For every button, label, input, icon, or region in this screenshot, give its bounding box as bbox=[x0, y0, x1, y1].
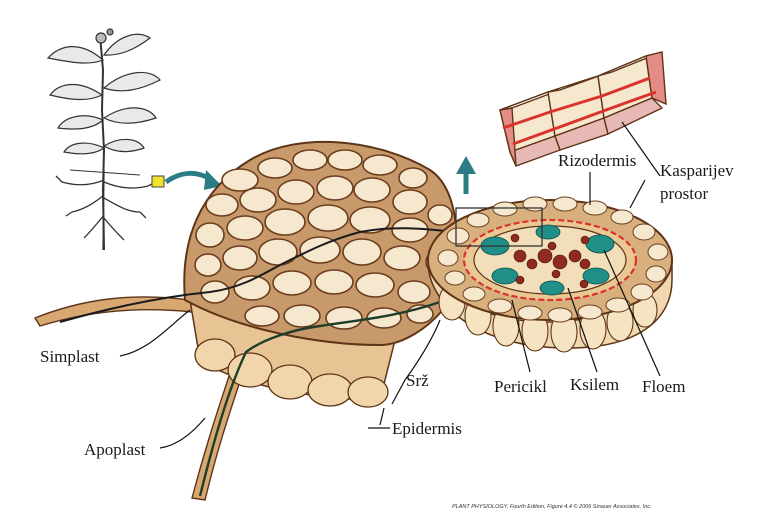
label-apoplast: Apoplast bbox=[84, 440, 146, 459]
label-srz: Srž bbox=[406, 371, 429, 390]
label-epidermis: Epidermis bbox=[392, 419, 462, 438]
label-pericikl: Pericikl bbox=[494, 377, 547, 396]
plant-illustration bbox=[48, 29, 164, 250]
label-rizodermis: Rizodermis bbox=[558, 151, 636, 170]
label-ksilem: Ksilem bbox=[570, 375, 619, 394]
stele-cross-section bbox=[428, 197, 672, 352]
label-kasparijev-line1: Kasparijev bbox=[660, 161, 734, 180]
label-floem: Floem bbox=[642, 377, 685, 396]
label-kasparijev-line2: prostor bbox=[660, 184, 709, 203]
label-simplast: Simplast bbox=[40, 347, 100, 366]
zoom-arrow-right-head bbox=[456, 156, 476, 174]
figure-credit: PLANT PHYSIOLOGY, Fourth Edition, Figure… bbox=[452, 503, 652, 510]
